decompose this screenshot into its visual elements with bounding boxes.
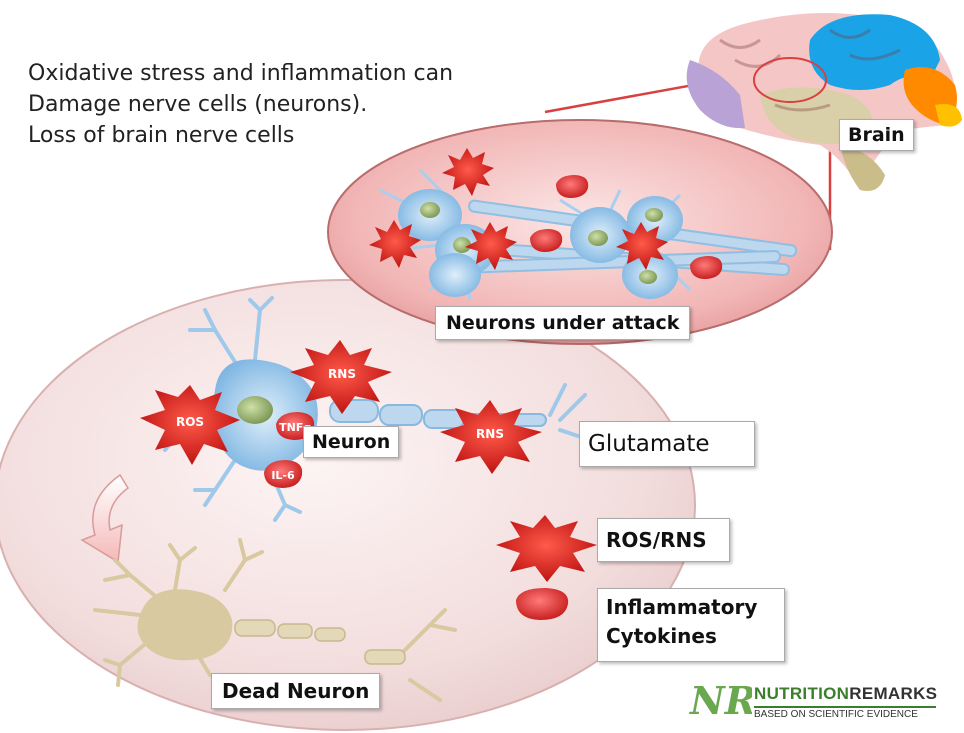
neurons-under-attack-label: Neurons under attack bbox=[435, 306, 691, 340]
ros-tag: ROS bbox=[176, 415, 204, 429]
neuron-label: Neuron bbox=[303, 426, 400, 458]
cytokines-line-2: Cytokines bbox=[606, 624, 717, 648]
rns-burst bbox=[290, 340, 392, 414]
rns-burst-axon bbox=[440, 400, 542, 474]
glutamate-label: Glutamate bbox=[579, 421, 755, 467]
logo-brand-part1: NUTRITION bbox=[754, 684, 850, 703]
nucleus bbox=[237, 396, 273, 424]
nr-logo-mark: NR bbox=[689, 678, 752, 723]
rns-tag-axon: RNS bbox=[476, 427, 504, 441]
nutrition-remarks-logo: NR NUTRITIONREMARKS BASED ON SCIENTIFIC … bbox=[688, 674, 948, 724]
ros-burst bbox=[616, 222, 668, 270]
dead-neuron-label: Dead Neuron bbox=[211, 673, 381, 709]
il6-tag: IL-6 bbox=[271, 469, 295, 482]
cytokine-blob bbox=[530, 229, 563, 252]
legend-ros-rns-label: ROS/RNS bbox=[597, 518, 730, 562]
ros-burst bbox=[140, 385, 240, 465]
ros-burst bbox=[442, 148, 494, 196]
top-ellipse-markers bbox=[369, 148, 723, 279]
rns-tag-top: RNS bbox=[328, 367, 356, 381]
legend-burst bbox=[496, 515, 597, 582]
cytokine-blob bbox=[556, 175, 589, 198]
brain-label: Brain bbox=[839, 119, 914, 151]
ros-burst bbox=[369, 220, 421, 268]
intro-line-2: Damage nerve cells (neurons). bbox=[28, 92, 368, 117]
intro-text: Oxidative stress and inflammation can Da… bbox=[28, 58, 453, 151]
il6-cytokine bbox=[264, 460, 303, 488]
logo-tagline: BASED ON SCIENTIFIC EVIDENCE bbox=[754, 709, 918, 720]
legend-cytokines-label: Inflammatory Cytokines bbox=[597, 588, 785, 662]
ros-burst bbox=[465, 222, 517, 270]
cytokines-line-1: Inflammatory bbox=[606, 595, 758, 619]
cytokine-blob bbox=[690, 256, 723, 279]
intro-line-3: Loss of brain nerve cells bbox=[28, 123, 295, 148]
main-neuron-markers: ROS RNS RNS TNFα IL-6 bbox=[140, 340, 542, 488]
legend-cytokine bbox=[516, 588, 569, 620]
intro-line-1: Oxidative stress and inflammation can bbox=[28, 61, 454, 86]
logo-divider bbox=[754, 706, 936, 708]
dead-neuron bbox=[93, 538, 457, 702]
logo-brand-part2: REMARKS bbox=[849, 684, 938, 703]
logo-brand: NUTRITIONREMARKS bbox=[754, 684, 937, 704]
logo-mark-text: NR bbox=[689, 678, 752, 723]
brain-illustration bbox=[686, 12, 962, 191]
